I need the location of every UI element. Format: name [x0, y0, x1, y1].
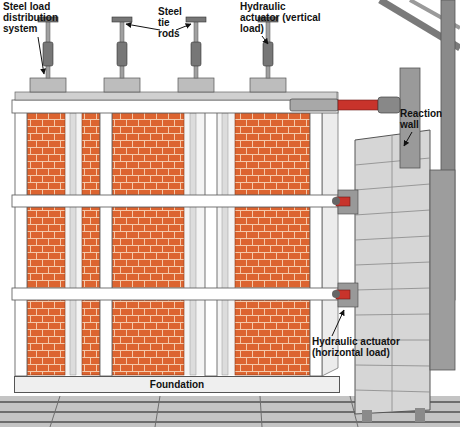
leader-arrows [38, 24, 412, 336]
infilled-frame [12, 92, 338, 376]
rc-columns-part [100, 100, 112, 376]
vertical-actuators-part [191, 42, 201, 66]
load-distribution-system-part-part [104, 78, 140, 92]
reaction-wall-part-part [392, 135, 393, 412]
vertical-actuators-part [186, 17, 206, 22]
horizontal-actuator-part [290, 99, 338, 111]
reaction-wall-part [355, 130, 430, 414]
rc-columns [15, 100, 322, 376]
horizontal-actuator-part [338, 100, 378, 110]
load-distribution-system-part-part [30, 78, 66, 92]
reaction-wall-part-part [355, 288, 430, 290]
brick-infill-part [82, 207, 100, 288]
rc-beams-part [12, 195, 338, 207]
reaction-wall-part [355, 135, 430, 412]
rc-columns-part [15, 100, 27, 376]
reaction-wall-part-part [355, 365, 430, 366]
rc-beams-part [12, 288, 338, 300]
part-label: Steel load distribution system [3, 1, 75, 34]
load-distribution-system-part-part [250, 78, 286, 92]
brick-infill-part [27, 113, 65, 195]
brick-infill-part [235, 207, 310, 288]
brick-infill [27, 113, 310, 375]
load-distribution-system-part [15, 92, 337, 100]
reaction-wall-part [430, 170, 455, 370]
reaction-wall-part [362, 410, 372, 422]
horizontal-actuator-part [332, 290, 340, 298]
infilled-frame-part [322, 92, 338, 376]
reaction-wall-part-part [355, 390, 430, 392]
infilled-frame-part [190, 113, 196, 375]
leader-arrows-part [404, 132, 412, 146]
infilled-frame-part [70, 113, 76, 375]
brick-infill-part [235, 300, 310, 375]
reaction-wall-part-part [355, 184, 430, 190]
reaction-wall-part-part [355, 314, 430, 315]
reaction-wall [355, 68, 455, 422]
infilled-frame-part [27, 113, 312, 375]
part-label: Reaction wall [400, 108, 450, 130]
vertical-actuators-part [43, 42, 53, 66]
part-label: Hydraulic actuator (vertical load) [240, 1, 322, 34]
brick-infill-part [27, 300, 65, 375]
part-label: Steel tie rods [158, 6, 192, 39]
leader-arrows-part [332, 310, 344, 336]
horizontal-actuator-part [378, 97, 400, 113]
load-distribution-system-part [30, 78, 286, 92]
lab-floor-part [155, 396, 160, 427]
reaction-wall-part [415, 408, 425, 422]
leader-arrows-part [38, 37, 44, 74]
brick-infill-part [235, 113, 310, 195]
brick-infill-part [27, 207, 65, 288]
brick-infill-part [82, 300, 100, 375]
rc-beams [12, 100, 338, 300]
vertical-actuators-part [117, 42, 127, 66]
infilled-frame-part [222, 113, 228, 375]
node-label: Foundation [150, 379, 204, 390]
rc-columns-part [205, 100, 217, 376]
part-label: Hydraulic actuator (horizontal load) [312, 336, 437, 358]
horizontal-actuator [290, 97, 400, 307]
lab-floor-part [50, 396, 60, 427]
vertical-actuators-part [112, 17, 132, 22]
brick-infill-part [112, 113, 184, 195]
vertical-actuators-part [263, 42, 273, 66]
leader-arrows-part [126, 24, 160, 30]
lab-floor-part [0, 421, 460, 423]
foundation-slab: Foundation [14, 376, 340, 393]
reaction-wall-part-part [355, 210, 430, 215]
brick-infill-part [82, 113, 100, 195]
lab-floor-part [260, 396, 262, 427]
horizontal-actuator-part [332, 197, 340, 205]
brick-infill-part [112, 300, 184, 375]
rc-beams-part [12, 100, 338, 113]
load-distribution-system-part-part [178, 78, 214, 92]
rc-columns-part [310, 100, 322, 376]
reaction-wall-part-part [355, 262, 430, 265]
reaction-wall-part-part [355, 236, 430, 240]
brick-infill-part [112, 207, 184, 288]
leader-arrows-part [262, 36, 268, 44]
